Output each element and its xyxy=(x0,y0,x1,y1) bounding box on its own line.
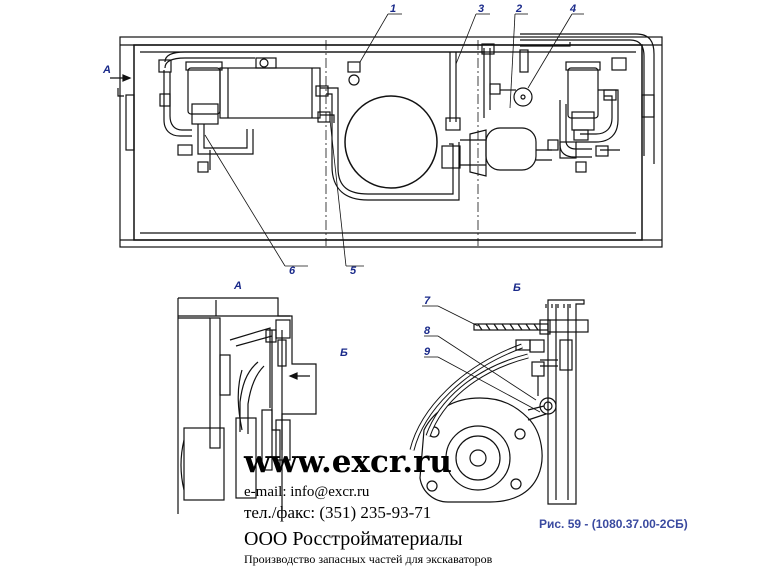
b-leaders xyxy=(422,305,541,413)
callout-4: 4 xyxy=(569,3,576,15)
watermark-email: e-mail: info@excr.ru xyxy=(244,484,370,500)
view-a-title: А xyxy=(233,280,242,292)
watermark-url: www.excr.ru xyxy=(243,444,452,480)
callout-7: 7 xyxy=(424,295,431,307)
top-frame-outer xyxy=(119,36,663,248)
right-filter xyxy=(567,67,599,119)
callout-5: 5 xyxy=(350,265,357,277)
filter-unit xyxy=(187,67,221,115)
callout-8: 8 xyxy=(424,325,431,337)
watermark-company: ООО Росстройматериалы xyxy=(244,528,463,550)
callout-6: 6 xyxy=(289,265,296,277)
callout-3: 3 xyxy=(478,3,484,15)
cylinder-body xyxy=(219,67,321,119)
figure-caption: Рис. 59 - (1080.37.00-2СБ) xyxy=(539,517,688,531)
view-a-arrow-label: А xyxy=(102,64,111,76)
view-a xyxy=(177,297,317,514)
callout-9: 9 xyxy=(424,346,431,358)
watermark-tagline: Производство запасных частей для экскава… xyxy=(244,552,493,566)
view-b-arrow-label: Б xyxy=(340,347,348,359)
pump-body xyxy=(485,127,537,171)
callout-1: 1 xyxy=(390,3,396,15)
top-leaders xyxy=(204,13,584,267)
view-b xyxy=(409,299,589,505)
pressure-gauge xyxy=(513,87,533,107)
tank-circle xyxy=(344,95,438,189)
view-b-title: Б xyxy=(513,282,521,294)
watermark-phone: тел./факс: (351) 235-93-71 xyxy=(244,503,431,522)
pump-housing xyxy=(419,397,543,503)
callout-2: 2 xyxy=(515,3,522,15)
top-view xyxy=(110,33,663,248)
